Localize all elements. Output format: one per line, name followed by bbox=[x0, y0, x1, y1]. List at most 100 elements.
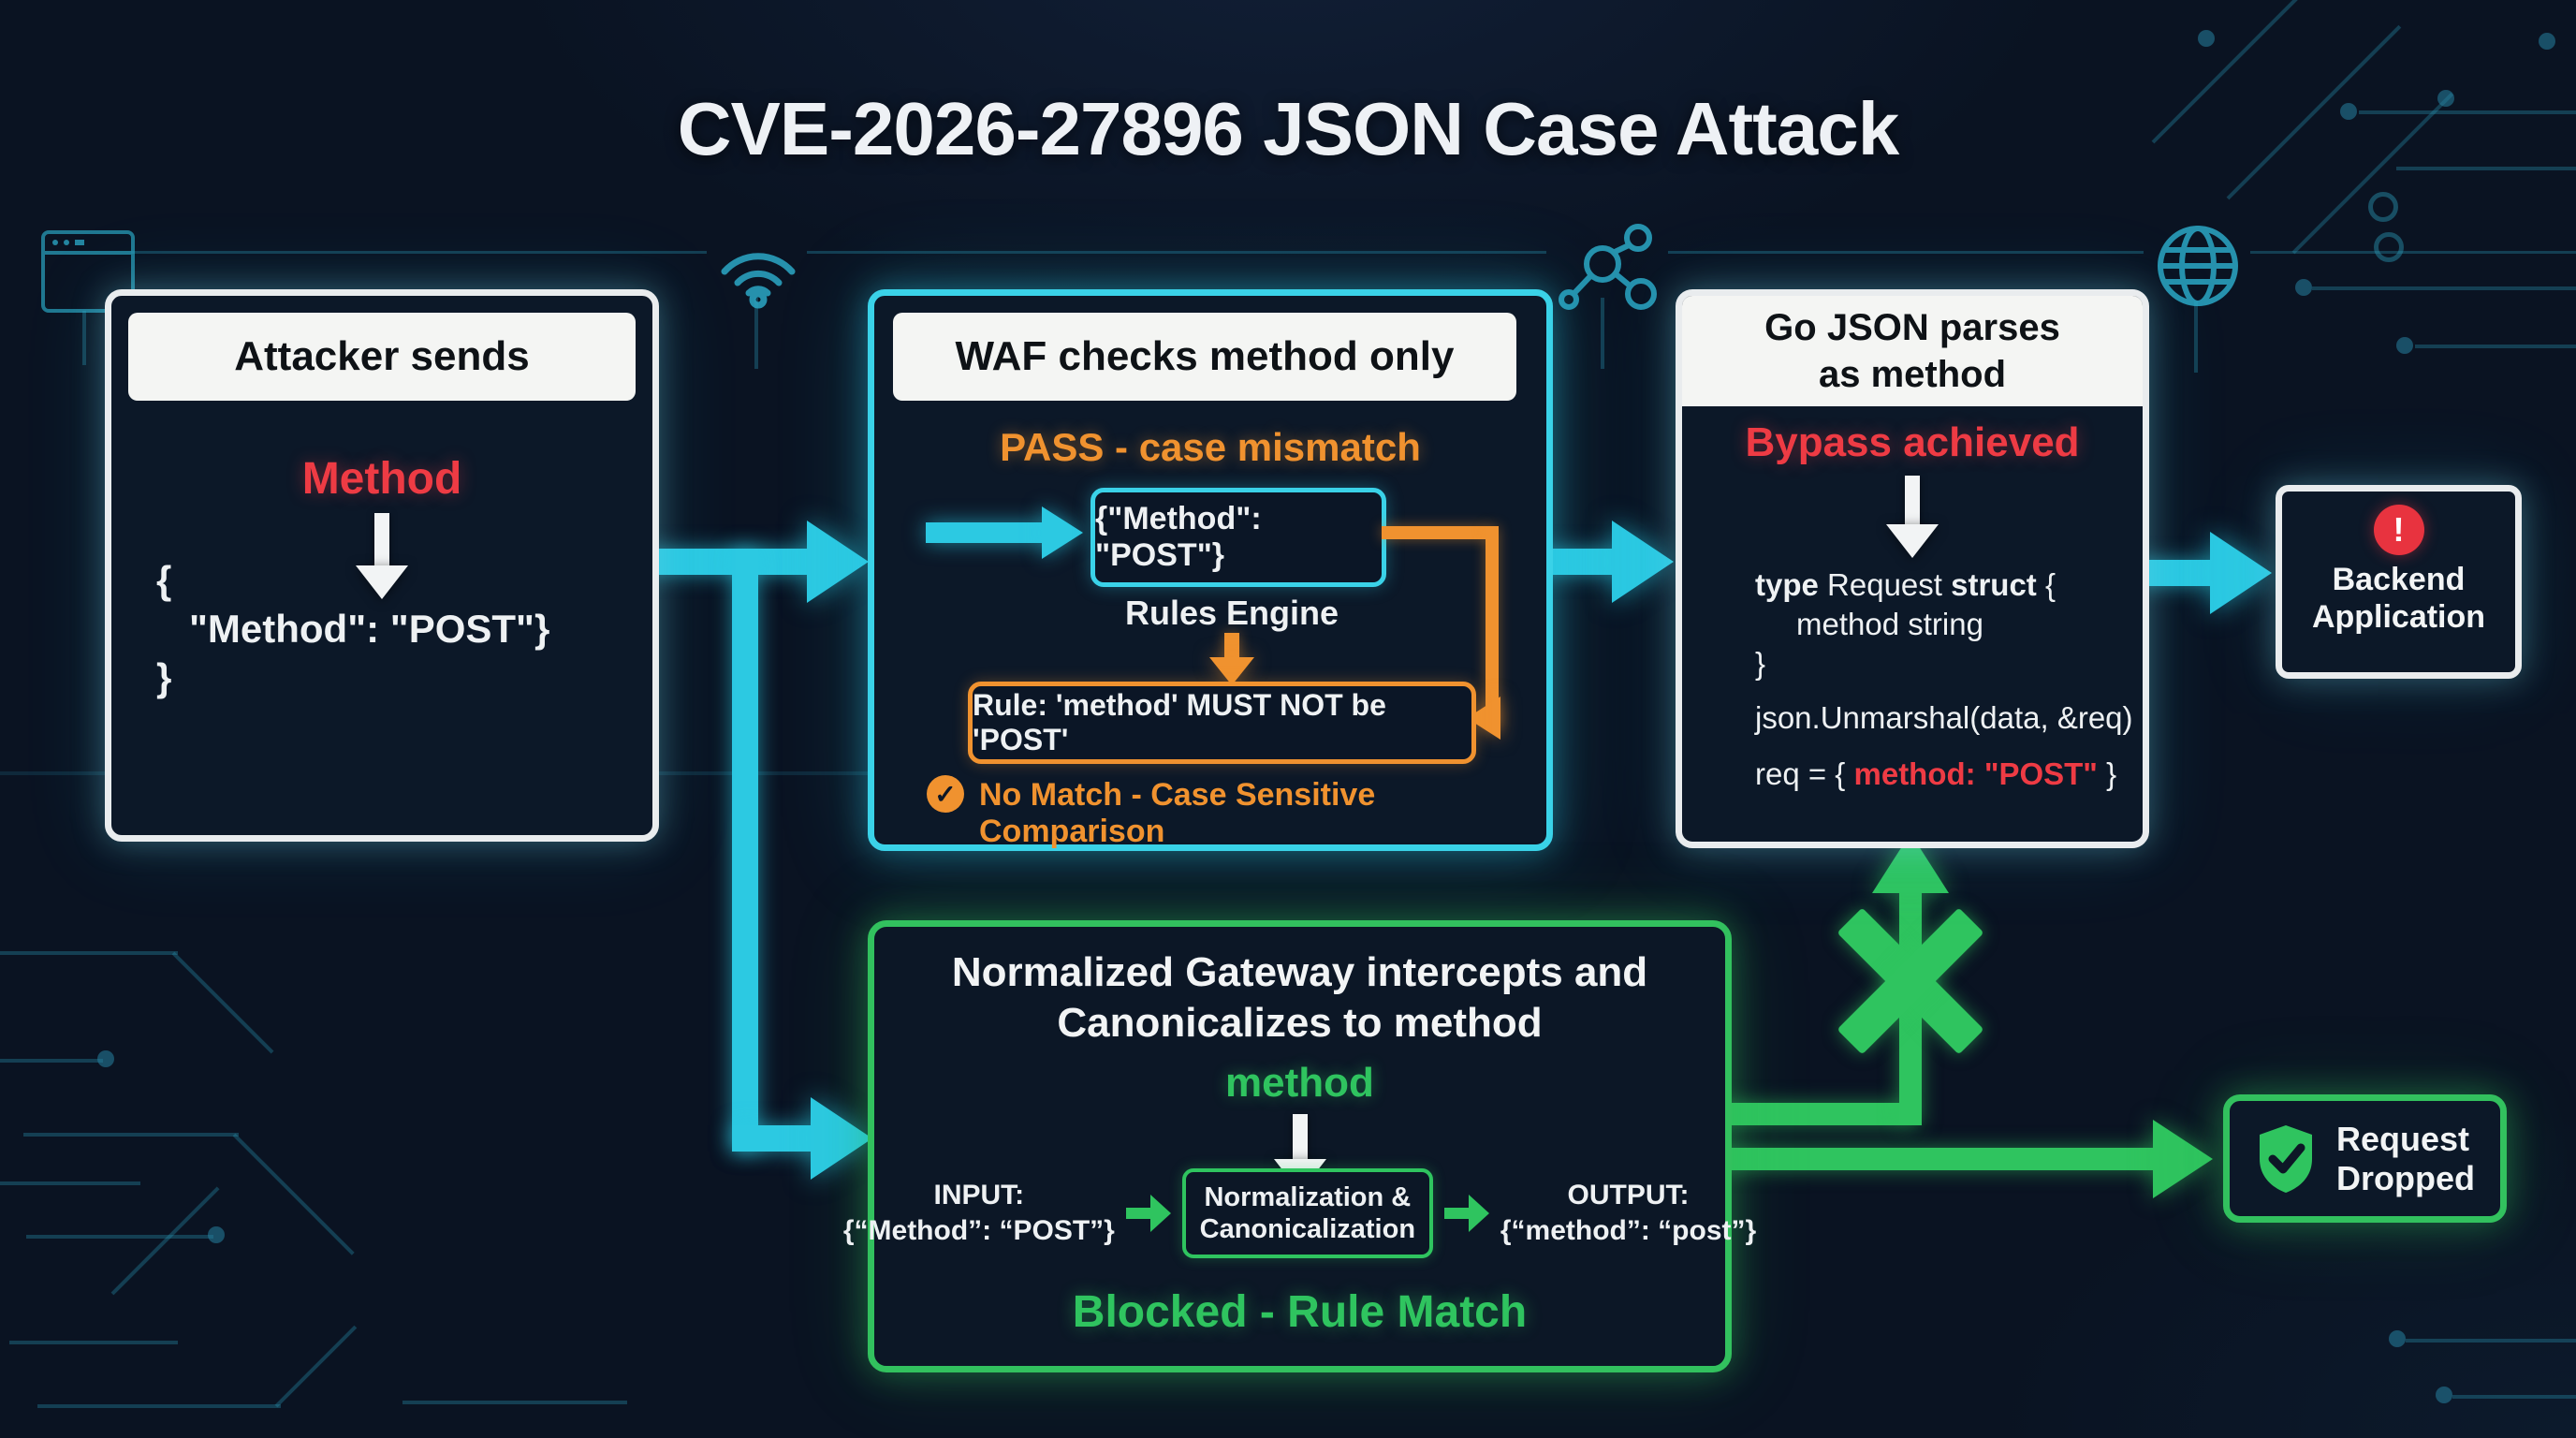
circuit-node bbox=[2389, 1330, 2406, 1347]
go-code-text: Request bbox=[1818, 567, 1952, 602]
green-arrow-icon bbox=[1443, 1195, 1489, 1232]
go-code-line: type Request struct { bbox=[1755, 565, 2133, 605]
circuit-trace bbox=[1668, 251, 2144, 254]
go-box: Go JSON parses as method Bypass achieved… bbox=[1676, 289, 2149, 848]
flow-gateway-to-dropped-arrowhead bbox=[2153, 1120, 2213, 1198]
gateway-input: INPUT: {“Method”: “POST”} bbox=[843, 1180, 1115, 1247]
waf-rule-box: Rule: 'method' MUST NOT be 'POST' bbox=[968, 682, 1476, 764]
go-status: Bypass achieved bbox=[1745, 419, 2080, 465]
waf-inner-arrow bbox=[926, 522, 1044, 543]
gateway-input-value: {“Method”: “POST”} bbox=[842, 1215, 1115, 1246]
flow-branch-elbow bbox=[732, 1125, 816, 1152]
circuit-node bbox=[2436, 1387, 2452, 1403]
attacker-box-title: Attacker sends bbox=[234, 333, 530, 379]
gateway-output-value: {“method”: “post”} bbox=[1500, 1215, 1757, 1246]
circuit-trace bbox=[754, 298, 758, 369]
circuit-trace bbox=[0, 771, 105, 775]
gateway-process-text: Normalization & Canonicalization bbox=[1199, 1182, 1416, 1244]
gateway-header: Normalized Gateway intercepts and Canoni… bbox=[874, 947, 1725, 1049]
browser-window-icon bbox=[41, 230, 135, 313]
waf-inner-arrowhead bbox=[1042, 506, 1083, 559]
circuit-node bbox=[208, 1226, 225, 1243]
circuit-trace bbox=[9, 1341, 178, 1344]
go-box-header: Go JSON parses as method bbox=[1682, 296, 2143, 406]
go-code-line: method string bbox=[1796, 607, 1983, 641]
gateway-header-text: Normalized Gateway intercepts and Canoni… bbox=[951, 949, 1648, 1046]
waf-status: PASS - case mismatch bbox=[1000, 425, 1421, 469]
backend-label: Backend Application bbox=[2282, 561, 2515, 636]
flow-attacker-to-waf bbox=[646, 549, 812, 575]
circuit-trace bbox=[274, 1325, 358, 1408]
waf-box: WAF checks method only PASS - case misma… bbox=[868, 289, 1553, 851]
waf-loop-line bbox=[1382, 526, 1487, 539]
circuit-trace bbox=[131, 251, 707, 254]
circuit-trace bbox=[171, 951, 274, 1054]
gateway-pipeline-row: INPUT: {“Method”: “POST”} Normalization … bbox=[843, 1168, 1756, 1258]
circuit-trace bbox=[2250, 251, 2576, 254]
circuit-trace bbox=[26, 1235, 213, 1239]
check-glyph: ✓ bbox=[934, 779, 957, 809]
wifi-icon bbox=[721, 253, 796, 309]
attacker-box-header: Attacker sends bbox=[128, 313, 636, 401]
waf-payload-box: {"Method": "POST"} bbox=[1090, 488, 1386, 587]
circuit-node bbox=[2198, 30, 2215, 47]
circuit-trace bbox=[2396, 167, 2576, 170]
orange-down-arrowhead bbox=[1209, 657, 1254, 685]
gateway-output: OUTPUT: {“method”: “post”} bbox=[1500, 1180, 1756, 1247]
alert-circle-icon: ! bbox=[2373, 505, 2424, 555]
waf-loop-line bbox=[1486, 526, 1499, 728]
go-code-line: req = { method: "POST" } bbox=[1755, 755, 2133, 794]
circuit-trace bbox=[2312, 286, 2576, 290]
circuit-trace bbox=[82, 311, 86, 365]
circuit-node bbox=[2437, 90, 2454, 107]
backend-box: ! Backend Application bbox=[2276, 485, 2522, 679]
flow-branch-vertical bbox=[732, 549, 758, 1152]
circuit-trace bbox=[232, 1133, 355, 1255]
flow-waf-to-go-arrowhead bbox=[1612, 521, 1674, 603]
go-code-line: json.Unmarshal(data, &req) bbox=[1755, 700, 2133, 735]
flow-attacker-to-gateway-arrowhead bbox=[811, 1097, 872, 1180]
waf-engine-label: Rules Engine bbox=[1124, 594, 1339, 632]
circuit-trace bbox=[807, 251, 1546, 254]
gateway-process-box: Normalization & Canonicalization bbox=[1181, 1168, 1433, 1258]
circuit-trace bbox=[1601, 298, 1604, 369]
circuit-node bbox=[2340, 103, 2357, 120]
waf-rule-text: Rule: 'method' MUST NOT be 'POST' bbox=[973, 688, 1386, 756]
go-code-text: req = { bbox=[1755, 756, 1854, 791]
attacker-box: Attacker sends Method { "Method": "POST"… bbox=[105, 289, 659, 842]
request-dropped-box: Request Dropped bbox=[2223, 1094, 2507, 1223]
go-box-title: Go JSON parses as method bbox=[1764, 307, 2060, 395]
circuit-trace bbox=[2415, 345, 2576, 348]
backend-label-text: Backend Application bbox=[2311, 562, 2486, 635]
attacker-method-label: Method bbox=[301, 454, 462, 504]
go-code-keyword: type bbox=[1755, 567, 1819, 602]
waf-payload-text: {"Method": "POST"} bbox=[1095, 501, 1262, 573]
circuit-node bbox=[2396, 337, 2413, 354]
circuit-trace bbox=[37, 1404, 281, 1408]
go-code-keyword: struct bbox=[1951, 567, 2037, 602]
check-circle-icon: ✓ bbox=[927, 775, 964, 813]
circuit-trace bbox=[110, 1186, 220, 1296]
circuit-trace bbox=[0, 1059, 103, 1063]
circuit-node bbox=[2368, 192, 2398, 222]
go-code-highlight: method: "POST" bbox=[1853, 756, 2098, 791]
request-dropped-label: Request Dropped bbox=[2336, 1119, 2475, 1197]
circuit-trace bbox=[0, 951, 178, 955]
orange-down-arrow bbox=[1224, 633, 1239, 659]
waf-box-title: WAF checks method only bbox=[955, 333, 1455, 379]
circuit-trace bbox=[2406, 1339, 2576, 1343]
flow-go-to-backend-arrowhead bbox=[2210, 532, 2272, 614]
gateway-keyword: method bbox=[1225, 1060, 1374, 1106]
shield-check-icon bbox=[2260, 1124, 2312, 1193]
network-nodes-icon bbox=[1559, 224, 1657, 310]
go-code-block: type Request struct { method string } js… bbox=[1755, 565, 2133, 794]
circuit-node bbox=[2374, 232, 2404, 262]
flow-go-to-backend bbox=[2136, 560, 2215, 586]
flow-attacker-to-waf-arrowhead bbox=[807, 521, 869, 603]
gateway-box: Normalized Gateway intercepts and Canoni… bbox=[843, 920, 1756, 1372]
go-code-text: { bbox=[2036, 567, 2056, 602]
waf-box-header: WAF checks method only bbox=[893, 313, 1516, 401]
page-title: CVE-2026-27896 JSON Case Attack bbox=[677, 87, 1900, 170]
green-arrow-icon bbox=[1125, 1195, 1171, 1232]
